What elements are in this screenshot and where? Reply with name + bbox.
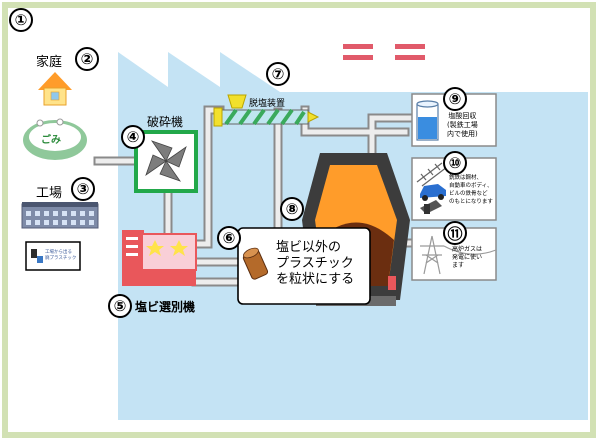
step-number-6: ⑥	[217, 226, 241, 250]
pig-iron-line: ビルの鉄骨など	[449, 191, 488, 197]
factory-card-text: 工場から出る 廃プラスチック	[45, 250, 76, 262]
garbage-text: ごみ	[41, 135, 61, 146]
pig-iron-line: 自動車のボディ、	[449, 183, 493, 189]
garbage-icon	[23, 118, 87, 160]
step-number-2: ②	[75, 47, 99, 71]
factory-waste-card	[25, 241, 81, 271]
callout-text: 塩ビ以外の プラスチック を粒状にする	[276, 240, 354, 288]
factory-building-icon	[21, 202, 99, 229]
household-label: 家庭	[36, 55, 63, 70]
step-number-7: ⑦	[266, 62, 290, 86]
dechlorination-label: 脱塩装置	[249, 99, 286, 109]
factory-label: 工場	[36, 186, 63, 201]
step-number-4: ④	[121, 125, 145, 149]
gas-line: ます	[452, 262, 465, 269]
hydrochloric-text: 塩酸回収 (製鉄工場 内で使用)	[447, 112, 478, 139]
callout-line: プラスチック	[276, 256, 354, 271]
pig-iron-line: のもとになります	[449, 199, 493, 205]
pellet-icon	[242, 247, 269, 280]
house-icon	[38, 72, 72, 106]
step-number-9: ⑨	[443, 87, 467, 111]
callout-line: を粒状にする	[276, 272, 355, 287]
step-number-5: ⑤	[108, 294, 132, 318]
car-icon	[420, 184, 446, 201]
factory-card-line: 工場から出る	[45, 250, 72, 255]
crusher-label: 破砕機	[147, 115, 184, 129]
pig-iron-line: 銑鉄は鋼材、	[449, 175, 483, 181]
gas-text: 高炉ガスは 発電に使い ます	[452, 246, 482, 270]
hydrochloric-line: 塩酸回収	[448, 112, 477, 120]
sorter-machine	[122, 230, 197, 286]
rail-icon	[416, 162, 448, 187]
outer-frame	[2, 2, 596, 438]
factory-card-line: 廃プラスチック	[45, 256, 77, 261]
step-number-10: ⑩	[443, 151, 467, 175]
step-number-8: ⑧	[280, 197, 304, 221]
step-number-1: ①	[9, 8, 33, 32]
sorter-label: 塩ビ選別機	[135, 300, 196, 314]
power-tower-icon	[420, 235, 497, 275]
beam-icon	[420, 200, 442, 214]
gas-line: 発電に使い	[452, 254, 483, 261]
gas-line: 高炉ガスは	[452, 246, 483, 253]
step-number-3: ③	[71, 177, 95, 201]
callout-box	[237, 227, 371, 305]
chimney-left	[343, 44, 373, 90]
hydrochloric-line: 内で使用)	[447, 130, 478, 138]
crusher-machine	[134, 130, 198, 193]
pig-iron-text: 銑鉄は鋼材、 自動車のボディ、 ビルの鉄骨など のもとになります	[449, 174, 493, 206]
callout-line: 塩ビ以外の	[276, 240, 342, 255]
chimney-right	[395, 44, 425, 90]
dechlorination-device	[213, 94, 320, 127]
step-number-11: ⑪	[443, 221, 467, 245]
hydrochloric-line: (製鉄工場	[447, 121, 478, 129]
beaker-icon	[416, 100, 439, 141]
